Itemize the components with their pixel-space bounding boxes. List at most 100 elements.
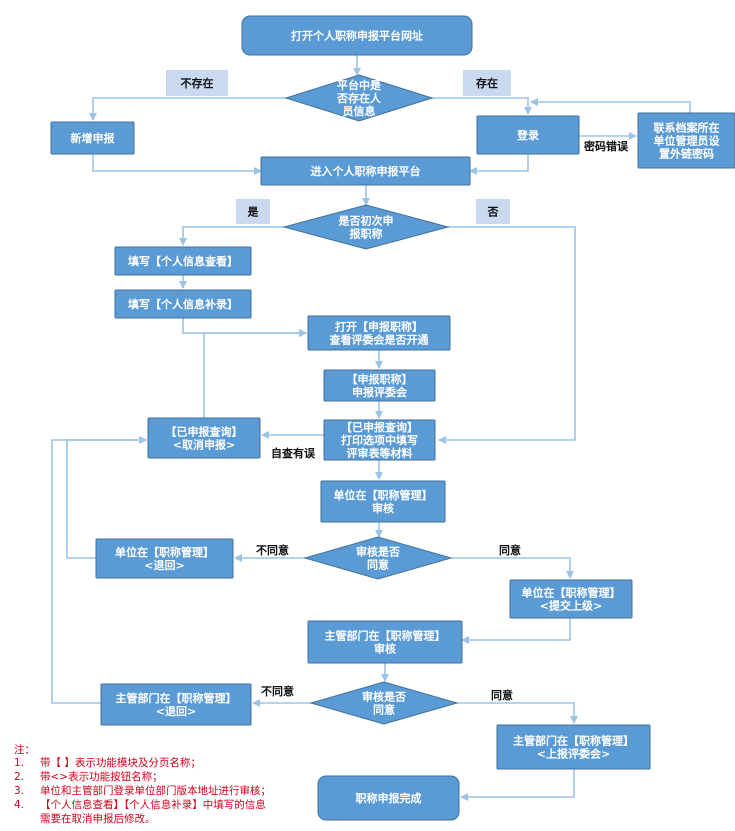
done-box [317,775,460,821]
note-text: 需要在取消申报后修改。 [40,813,156,825]
edge-dept-agree [457,702,578,724]
unit-submit-label-line-2: <提交上级> [540,599,602,613]
platform-exists-label-line-2: 否存在人 [336,91,382,105]
unit-review-box [320,480,446,523]
note-text: 【个人信息查看】【个人信息补录】中填写的信息 [40,799,266,811]
contact-admin-label-line-3: 置外链密码 [659,147,714,161]
unit-review-label-line-1: 单位在【职称管理】 [334,488,433,502]
note-number: 3. [14,785,25,797]
edge-exist [431,97,532,115]
edge-label-bg-no [476,199,510,224]
query-print-label-line-3: 评审表等材料 [347,446,413,460]
query-cancel-label-line-1: 【已申报查询】 [166,425,243,439]
contact-admin-label-line-2: 单位管理员设 [654,134,721,148]
edge-label-bg-not-exist [166,70,228,96]
note-item: 1. 带【 】表示功能模块及分页名称； [14,756,201,770]
login-box [476,115,580,155]
enter-platform-label: 进入个人职称申报平台 [311,164,421,178]
open-apply-label-line-1: 打开【申报职称】 [335,320,423,334]
edge-label-yes: 是 [247,206,260,219]
fill-info-view-box [114,246,252,276]
unit-submit-box [509,579,633,619]
fill-info-view-label: 填写【个人信息查看】 [128,254,238,268]
edge-label-bg-exist [463,70,511,96]
query-print-label-line-2: 打印选项中填写 [341,433,418,447]
edge-label-no: 否 [487,206,499,219]
dept-review-label-line-2: 审核 [374,642,396,656]
query-print-box [323,419,436,461]
note-text: 带<>表示功能按钮名称； [40,771,163,783]
edge-dept-return-loop [51,436,147,704]
edge-unit-agree [451,557,574,579]
note-number: 1. [14,757,25,769]
unit-return-label-line-2: <退回> [144,558,184,572]
fill-info-supplement-label: 填写【个人信息补录】 [128,297,238,311]
query-print-label-line-1: 【已申报查询】 [341,420,418,434]
edge-new-to-platform [92,154,262,175]
edge-supplement-to-open [182,318,307,337]
platform-exists-label-line-3: 员信息 [343,104,376,118]
dept-submit-label-line-2: <上报评委会> [537,747,610,761]
unit-return-box [95,538,234,579]
notes-title: 注： [14,744,35,756]
apply-committee-box [323,369,436,402]
first-time-diamond [282,204,450,250]
query-cancel-box [147,417,261,459]
unit-review-label-line-2: 审核 [372,501,394,515]
note-item: 4. 【个人信息查看】【个人信息补录】中填写的信息 [14,798,266,812]
edge-unit-submit-to-dept [461,618,571,644]
edge-dept-submit-to-done [460,769,575,801]
edge-label-dept-disagree: 不同意 [261,684,294,698]
new-report-label: 新增申报 [71,131,116,145]
enter-platform-box [260,156,471,186]
edge-label-exist: 存在 [476,76,498,90]
unit-decision-diamond [303,536,453,580]
platform-exists-diamond [284,74,434,122]
first-time-label-line-1: 是否初次申 [338,214,394,228]
edge-label-dept-agree: 同意 [491,688,513,702]
edge-login-to-platform [469,154,529,175]
dept-review-box [307,620,463,664]
dept-submit-box [496,724,651,770]
start-box [241,15,473,56]
done-label: 职称申报完成 [356,791,422,805]
edge-first-yes [179,226,284,246]
edge-not-exist [89,97,287,121]
edge-label-bg-yes [236,199,270,224]
open-apply-label-line-2: 查看评委会是否开通 [330,333,429,347]
note-number: 4. [14,799,25,811]
edge-label-not-exist: 不存在 [181,76,214,90]
note-item: 需要在取消申报后修改。 [14,812,156,826]
edge-label-wrong-password: 密码错误 [584,139,629,153]
dept-return-box [100,683,252,726]
dept-decision-label-line-2: 同意 [373,703,395,717]
query-cancel-label-line-2: <取消申报> [173,438,235,452]
note-item: 3.单位和主管部门登录单位部门版本地址进行审核； [14,784,271,798]
apply-committee-label-line-2: 申报评委会 [352,385,408,399]
dept-return-label-line-2: <退回> [156,704,196,718]
contact-admin-label-line-1: 联系档案所在 [654,121,720,135]
note-item: 2. 带<>表示功能按钮名称； [14,770,163,784]
platform-exists-label-line-1: 平台中是 [337,78,382,92]
note-text: 带【 】表示功能模块及分页名称； [40,757,201,769]
login-label: 登录 [516,128,539,142]
contact-admin-box [637,112,735,169]
dept-return-label-line-1: 主管部门在【职称管理】 [116,691,237,705]
dept-review-label-line-1: 主管部门在【职称管理】 [325,629,446,643]
unit-decision-label-line-2: 同意 [367,558,389,572]
edge-first-no [438,226,576,444]
open-apply-box [307,315,451,351]
dept-decision-label-line-1: 审核是否 [362,690,406,704]
unit-return-label-line-1: 单位在【职称管理】 [115,545,214,559]
apply-committee-label-line-1: 【申报职称】 [347,372,413,386]
edge-label-unit-disagree: 不同意 [256,543,289,557]
note-number: 2. [14,771,25,783]
new-report-box [50,121,135,155]
fill-info-supplement-box [114,289,252,319]
edge-cancel-back [203,329,307,418]
edge-label-self-check-error: 自查有误 [271,446,316,460]
first-time-label-line-2: 报职称 [350,227,383,241]
edge-label-unit-agree: 同意 [499,543,521,557]
start-label: 打开个人职称申报平台网址 [291,29,423,43]
